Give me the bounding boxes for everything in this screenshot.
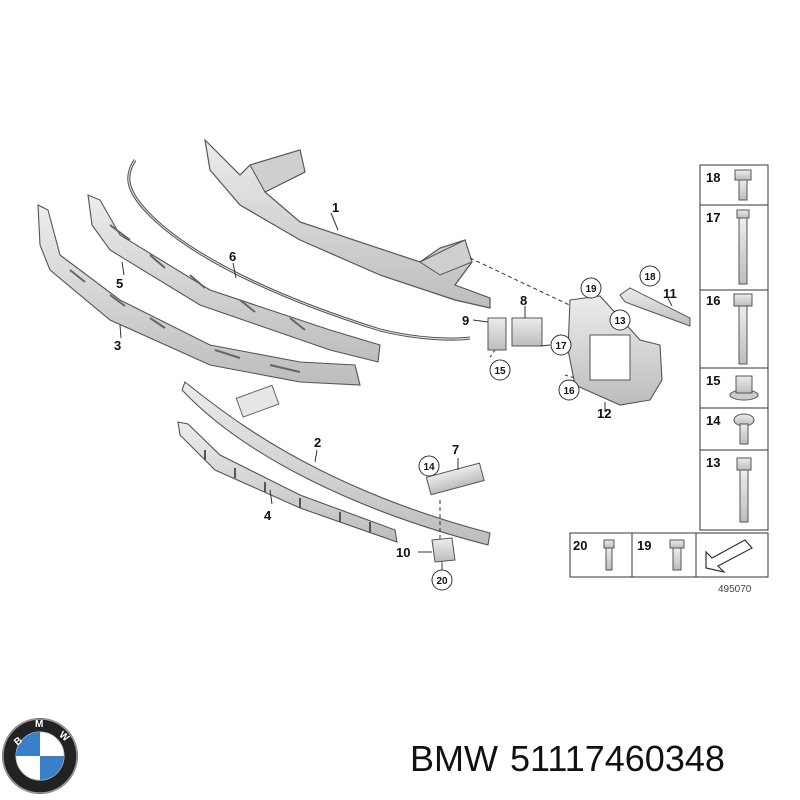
diagram-ref: 495070 (718, 584, 752, 595)
part-3-trim (37, 204, 361, 386)
sidebar-label-14: 14 (706, 413, 721, 428)
label-7: 7 (452, 442, 459, 457)
part-7-bracket (425, 458, 485, 540)
bolt-18-icon (734, 169, 752, 201)
label-11: 11 (663, 286, 677, 301)
circle-13: 13 (614, 316, 626, 327)
sidebar-label-17: 17 (706, 210, 720, 225)
label-12: 12 (597, 406, 611, 421)
part-caption: BMW 51117460348 (410, 738, 737, 780)
circle-18: 18 (644, 272, 656, 283)
part-labels: 1 2 3 4 5 6 7 8 9 10 11 12 (114, 200, 677, 560)
sidebar-label-15: 15 (706, 373, 720, 388)
sidebar-label-16: 16 (706, 293, 720, 308)
clip-19-icon (669, 539, 685, 571)
label-3: 3 (114, 338, 121, 353)
table-label-19: 19 (637, 538, 651, 553)
brand-name: BMW (410, 738, 498, 779)
label-2: 2 (314, 435, 321, 450)
circle-14: 14 (423, 462, 435, 473)
bolt-16-icon (733, 293, 753, 365)
part-12-support (564, 287, 691, 412)
part-1-carrier (204, 138, 581, 311)
table-label-20: 20 (573, 538, 587, 553)
circle-16: 16 (563, 386, 575, 397)
clip-20-icon (603, 539, 615, 571)
bmw-roundel-icon: B M W (2, 718, 78, 794)
label-6: 6 (229, 249, 236, 264)
part-4-rail (177, 421, 398, 543)
part-number: 51117460348 (509, 738, 725, 779)
part-8-9-brackets (472, 306, 551, 361)
circle-19: 19 (585, 284, 597, 295)
nut-15-icon (729, 375, 759, 401)
part-6-strip (127, 159, 471, 341)
part-2-strip (181, 381, 491, 546)
label-10: 10 (396, 545, 410, 560)
sidebar-label-18: 18 (706, 170, 720, 185)
part-5-rail (87, 194, 381, 363)
circle-17: 17 (555, 341, 567, 352)
bolt-13-icon (736, 457, 752, 523)
bolt-17-icon (736, 209, 750, 285)
circle-20: 20 (436, 576, 448, 587)
screw-14-icon (733, 413, 755, 445)
clip-table: 20 19 495070 (569, 532, 769, 595)
part-10-clip (418, 537, 456, 572)
label-4: 4 (264, 508, 272, 523)
sidebar-label-13: 13 (706, 455, 720, 470)
label-8: 8 (520, 293, 527, 308)
fastener-sidebar: 18 17 16 15 14 13 (699, 164, 769, 531)
circle-15: 15 (494, 366, 506, 377)
svg-text:M: M (35, 719, 43, 730)
label-1: 1 (332, 200, 339, 215)
circled-labels: 14 15 17 16 19 18 13 20 (418, 265, 661, 591)
direction-arrow-icon (705, 539, 753, 574)
label-9: 9 (462, 313, 469, 328)
label-5: 5 (116, 276, 123, 291)
